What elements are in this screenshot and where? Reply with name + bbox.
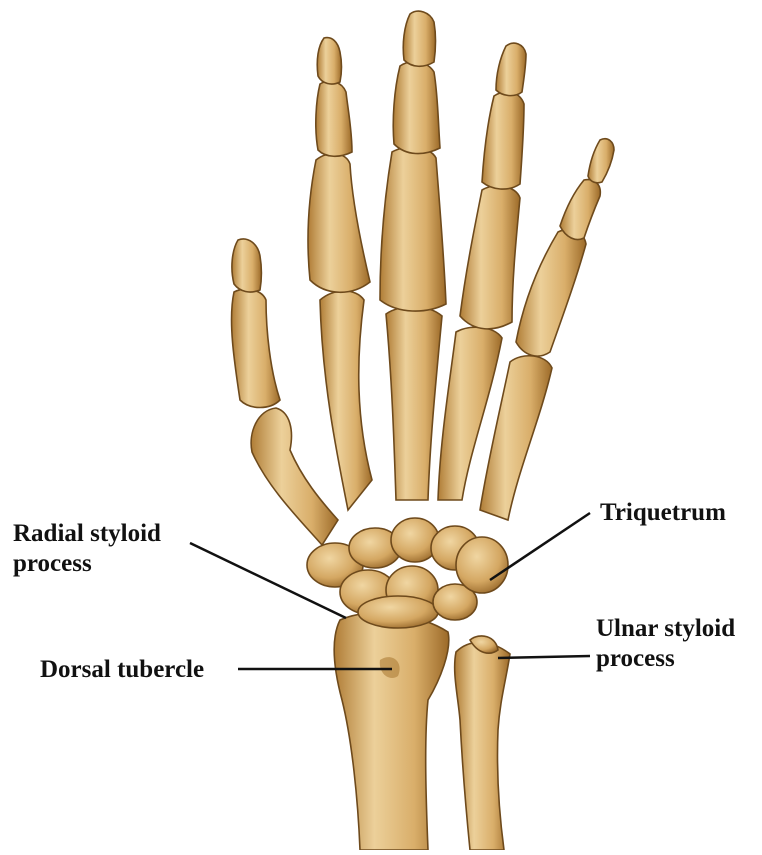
- label-triquetrum-text: Triquetrum: [600, 498, 726, 528]
- label-ulnar-styloid-process: Ulnar styloid process: [596, 614, 735, 674]
- label-ulnar-styloid-line1: Ulnar styloid: [596, 614, 735, 644]
- leader-line-ulnar-styloid: [498, 656, 590, 658]
- label-radial-styloid-line2: process: [13, 549, 161, 579]
- triquetrum-bone: [456, 537, 508, 593]
- label-radial-styloid-line1: Radial styloid: [13, 519, 161, 549]
- label-radial-styloid-process: Radial styloid process: [13, 519, 161, 579]
- label-dorsal-tubercle-text: Dorsal tubercle: [40, 655, 204, 685]
- radius-bone: [334, 613, 449, 850]
- metacarpals-phalanges: [232, 11, 614, 545]
- label-ulnar-styloid-line2: process: [596, 644, 735, 674]
- leader-line-triquetrum: [490, 513, 590, 580]
- label-triquetrum: Triquetrum: [600, 498, 726, 528]
- carpal-bones: [307, 518, 508, 628]
- ulna-bone: [455, 636, 510, 850]
- label-dorsal-tubercle: Dorsal tubercle: [40, 655, 204, 685]
